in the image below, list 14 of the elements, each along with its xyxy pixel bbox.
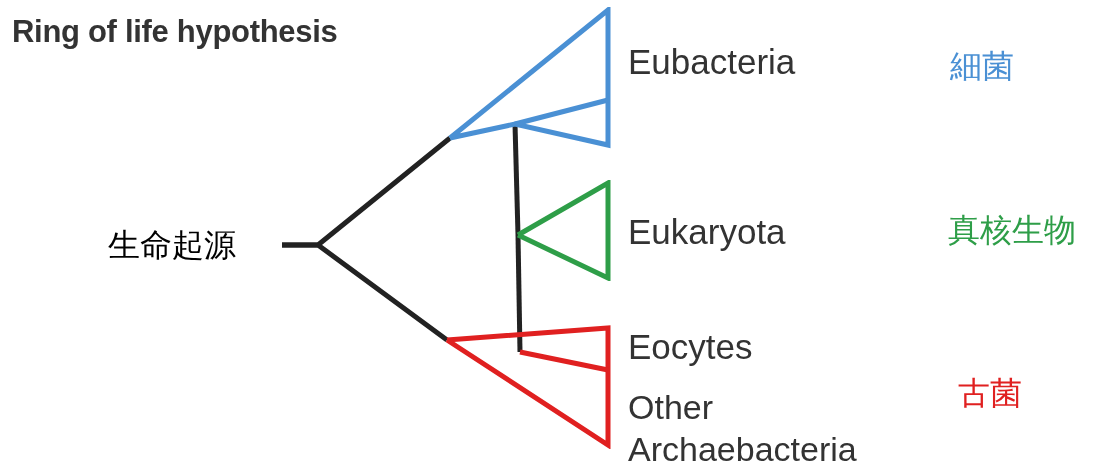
clade-triangle: [443, 324, 612, 449]
tree-branch: [282, 242, 449, 342]
clade-triangle: [446, 7, 612, 149]
clade-label: Eubacteria: [628, 44, 796, 79]
chinese-label: 真核生物: [948, 214, 1076, 246]
diagram-title: Ring of life hypothesis: [12, 14, 338, 50]
clade-label: Eocytes: [628, 329, 753, 364]
root-label: 生命起源: [108, 229, 236, 261]
chinese-label: 細菌: [950, 50, 1014, 82]
clade-label: Other Archaebacteria: [628, 387, 858, 471]
tree-branch: [515, 234, 523, 353]
clade-triangle: [514, 180, 612, 281]
clade-label: Eukaryota: [628, 214, 786, 249]
chinese-label: 古菌: [958, 377, 1022, 409]
